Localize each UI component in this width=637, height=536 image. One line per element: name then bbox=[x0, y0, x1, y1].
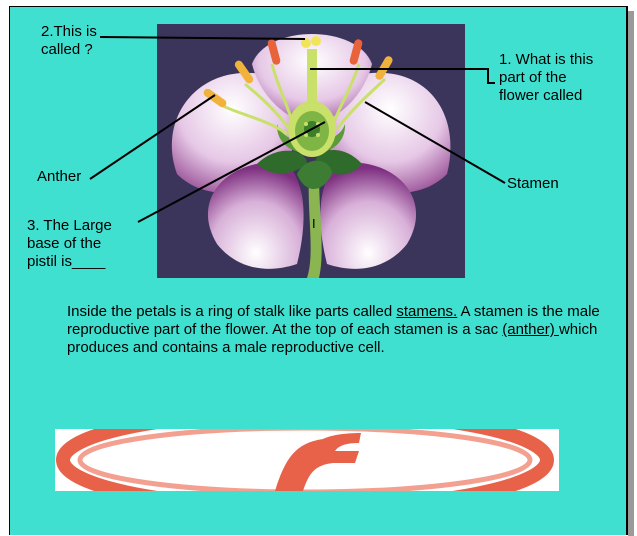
label-q1-line1: 1. What is this bbox=[499, 51, 593, 69]
pointer-stamen bbox=[365, 102, 505, 183]
para-underline-stamens: stamens. bbox=[396, 303, 457, 320]
pointer-q3 bbox=[138, 122, 325, 222]
banner-image bbox=[55, 429, 559, 491]
label-q2: 2.This is called ? bbox=[41, 23, 97, 59]
pointer-q2 bbox=[100, 37, 305, 39]
label-q3-line1: 3. The Large bbox=[27, 217, 112, 235]
label-q2-line2: called ? bbox=[41, 41, 97, 59]
slide: 2.This is called ? 1. What is this part … bbox=[9, 6, 628, 535]
label-q3: 3. The Large base of the pistil is____ bbox=[27, 217, 112, 271]
description-paragraph: Inside the petals is a ring of stalk lik… bbox=[67, 303, 602, 357]
label-anther: Anther bbox=[37, 168, 81, 186]
label-q3-line3: pistil is____ bbox=[27, 253, 112, 271]
label-q3-line2: base of the bbox=[27, 235, 112, 253]
para-text-1: Inside the petals is a ring of stalk lik… bbox=[67, 303, 396, 320]
label-marker: I bbox=[312, 215, 316, 233]
label-q1: 1. What is this part of the flower calle… bbox=[499, 51, 593, 105]
label-stamen: Stamen bbox=[507, 175, 559, 193]
label-q2-line1: 2.This is bbox=[41, 23, 97, 41]
flash-logo-graphic bbox=[55, 429, 559, 491]
pointer-anther bbox=[90, 95, 215, 179]
pointer-q1 bbox=[310, 69, 495, 83]
para-underline-anther: (anther) bbox=[502, 321, 559, 338]
label-q1-line3: flower called bbox=[499, 87, 593, 105]
label-q1-line2: part of the bbox=[499, 69, 593, 87]
